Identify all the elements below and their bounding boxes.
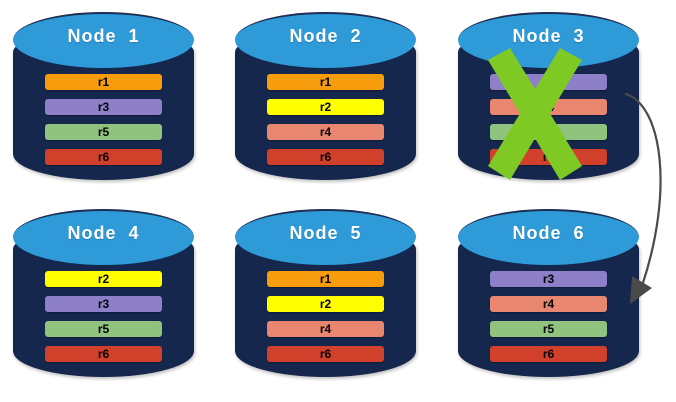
replica-row-list: r2 r3 r5 r6	[13, 271, 194, 371]
node-cylinder[interactable]: Node 5 r1 r2 r4 r6	[235, 209, 416, 377]
replica-row[interactable]: r3	[490, 271, 607, 287]
node-cylinder[interactable]: Node 3 r3 r4 r5 r6	[458, 12, 639, 180]
replica-row-list: r1 r2 r4 r6	[235, 271, 416, 371]
replica-row[interactable]: r5	[490, 321, 607, 337]
replica-row[interactable]: r4	[267, 124, 384, 140]
replica-row[interactable]: r2	[267, 99, 384, 115]
replica-row[interactable]: r2	[45, 271, 162, 287]
node-cylinder[interactable]: Node 4 r2 r3 r5 r6	[13, 209, 194, 377]
node-cylinder[interactable]: Node 6 r3 r4 r5 r6	[458, 209, 639, 377]
node-label: Node 5	[289, 223, 362, 243]
replica-row[interactable]: r3	[490, 74, 607, 90]
replica-row-list: r1 r3 r5 r6	[13, 74, 194, 174]
replica-row[interactable]: r5	[45, 124, 162, 140]
node-label: Node 1	[67, 26, 140, 46]
replica-row[interactable]: r3	[45, 99, 162, 115]
replica-row-list: r1 r2 r4 r6	[235, 74, 416, 174]
node-label: Node 6	[512, 223, 585, 243]
replica-row[interactable]: r5	[45, 321, 162, 337]
cylinder-top-ellipse	[235, 209, 416, 265]
replica-row-list: r3 r4 r5 r6	[458, 74, 639, 174]
replica-row[interactable]: r6	[490, 149, 607, 165]
replica-row[interactable]: r2	[267, 296, 384, 312]
replica-row[interactable]: r5	[490, 124, 607, 140]
node-cylinder[interactable]: Node 2 r1 r2 r4 r6	[235, 12, 416, 180]
cylinder-top-ellipse	[235, 12, 416, 68]
replica-row[interactable]: r1	[267, 271, 384, 287]
node-label: Node 3	[512, 26, 585, 46]
node-label: Node 4	[67, 223, 140, 243]
replica-row[interactable]: r3	[45, 296, 162, 312]
replica-row[interactable]: r6	[45, 149, 162, 165]
replica-row[interactable]: r1	[45, 74, 162, 90]
cylinder-top-ellipse	[13, 209, 194, 265]
cylinder-top-ellipse	[458, 209, 639, 265]
replica-row[interactable]: r4	[490, 99, 607, 115]
replica-row[interactable]: r1	[267, 74, 384, 90]
replica-row[interactable]: r6	[267, 346, 384, 362]
node-cylinder[interactable]: Node 1 r1 r3 r5 r6	[13, 12, 194, 180]
replica-row[interactable]: r4	[490, 296, 607, 312]
replica-row[interactable]: r6	[490, 346, 607, 362]
cylinder-top-ellipse	[13, 12, 194, 68]
replica-row[interactable]: r6	[45, 346, 162, 362]
replica-row-list: r3 r4 r5 r6	[458, 271, 639, 371]
replica-row[interactable]: r4	[267, 321, 384, 337]
node-label: Node 2	[289, 26, 362, 46]
replica-row[interactable]: r6	[267, 149, 384, 165]
